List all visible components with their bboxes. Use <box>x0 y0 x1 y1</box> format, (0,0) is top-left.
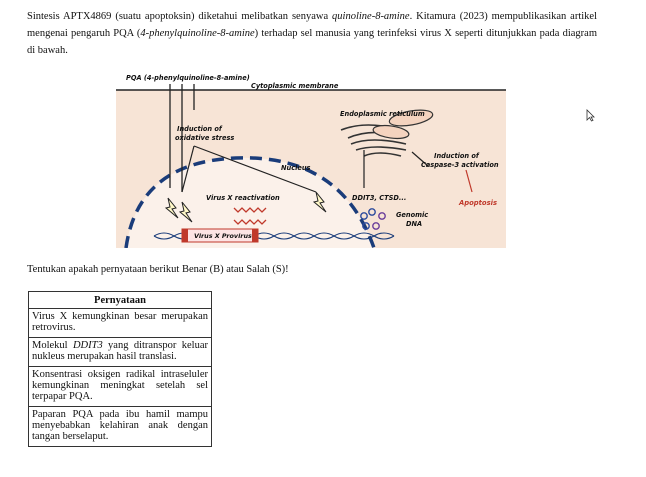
label-nucleus: Nucleus <box>281 164 311 172</box>
compound-name-2: 4-phenylquinoline-8-amine <box>140 28 255 39</box>
label-pqa: PQA (4-phenylquinoline-8-amine) <box>126 74 250 82</box>
label-genomic-2: DNA <box>406 220 422 228</box>
nucleus-area <box>126 157 374 248</box>
statement-table: Pernyataan Virus X kemungkinan besar mer… <box>28 291 212 447</box>
label-genomic-1: Genomic <box>396 211 428 219</box>
statement-2: Molekul DDIT3 yang ditranspor keluar nuk… <box>28 337 212 367</box>
mitochondria-icon <box>372 109 434 140</box>
label-er: Endoplasmic reticulum <box>340 110 425 118</box>
label-casp-2: Caspase-3 activation <box>421 161 499 169</box>
label-apoptosis: Apoptosis <box>458 199 497 207</box>
label-casp-1: Induction of <box>434 152 480 160</box>
statement-4: Paparan PQA pada ibu hamil mampu menyeba… <box>28 406 212 447</box>
label-cyto: Cytoplasmic membrane <box>251 82 339 90</box>
label-oxid-1: Induction of <box>177 125 223 133</box>
table-row: Virus X kemungkinan besar merupakan retr… <box>28 308 212 338</box>
mouse-cursor-icon <box>586 109 595 127</box>
intro-paragraph: Sintesis APTX4869 (suatu apoptoksin) dik… <box>27 11 598 56</box>
lightning-icons <box>164 191 327 223</box>
pathway-diagram: PQA (4-phenylquinoline-8-amine) Cytoplas… <box>116 70 506 248</box>
table-row: Molekul DDIT3 yang ditranspor keluar nuk… <box>28 337 212 367</box>
statement-3: Konsentrasi oksigen radikal intraseluler… <box>28 366 212 407</box>
label-provirus: Virus X Provirus <box>194 232 252 240</box>
label-ddit: DDIT3, CTSD... <box>352 194 406 202</box>
table-row: Konsentrasi oksigen radikal intraseluler… <box>28 366 212 407</box>
label-oxid-2: oxidative stress <box>175 134 234 142</box>
question-text: Tentukan apakah pernyataan berikut Benar… <box>27 264 289 275</box>
table-header: Pernyataan <box>28 291 212 309</box>
mrna-squiggle <box>233 207 267 213</box>
ddit-molecules <box>360 208 386 230</box>
nuclear-envelope <box>124 156 376 248</box>
compound-name: quinoline-8-amine <box>332 11 410 22</box>
table-row: Paparan PQA pada ibu hamil mampu menyeba… <box>28 406 212 447</box>
label-reactivation: Virus X reactivation <box>206 194 280 202</box>
statement-1: Virus X kemungkinan besar merupakan retr… <box>28 308 212 338</box>
